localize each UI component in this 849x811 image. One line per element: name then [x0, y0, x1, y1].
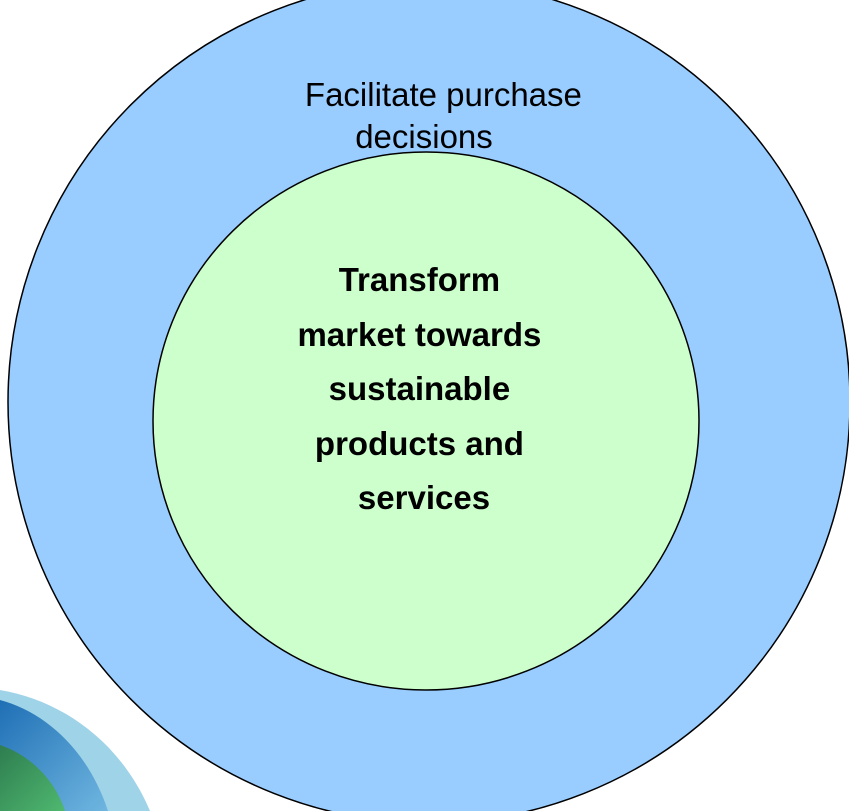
inner-label-line-2: market towards [297, 316, 541, 353]
outer-label-line-2: decisions [355, 118, 493, 155]
corner-swoosh-decoration [0, 690, 150, 811]
swoosh-band-green [0, 745, 65, 811]
outer-circle-label: Facilitate purchase decisions [305, 76, 591, 155]
inner-circle [152, 151, 700, 691]
inner-label-line-1: Transform [339, 261, 500, 298]
inner-label-line-3: sustainable [329, 370, 511, 407]
inner-circle-label: Transform market towards sustainable pro… [297, 261, 550, 516]
inner-label-line-5: services [358, 479, 490, 516]
outer-label-line-1: Facilitate purchase [305, 76, 582, 113]
inner-label-line-4: products and [315, 425, 524, 462]
